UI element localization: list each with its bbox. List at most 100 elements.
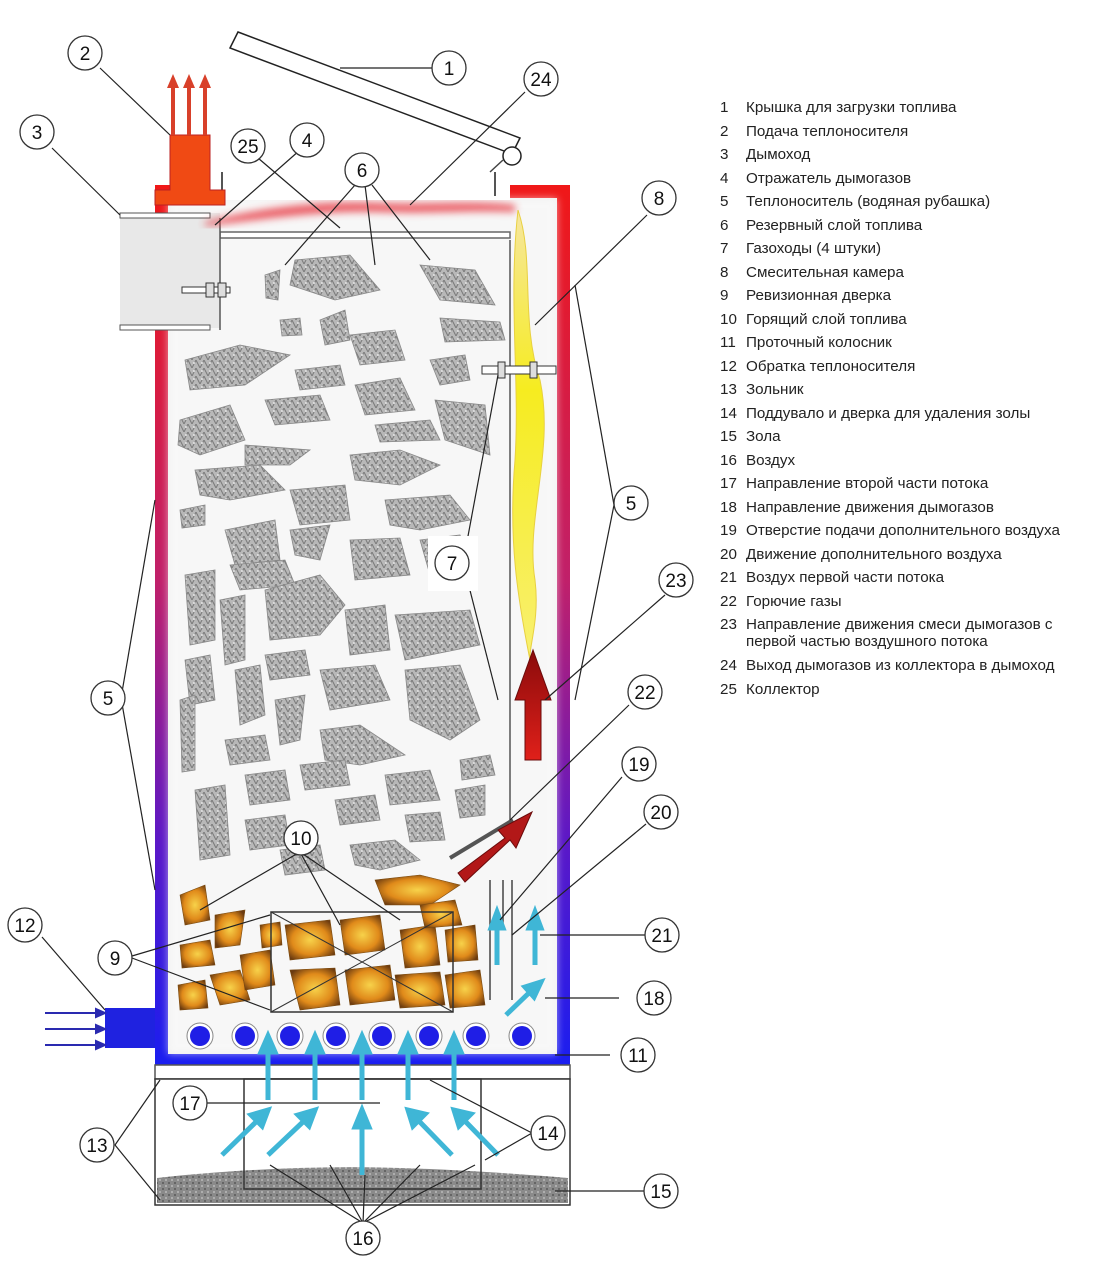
return-pipe: [105, 1008, 155, 1048]
svg-text:13: 13: [86, 1136, 107, 1157]
callout-7: 7: [428, 536, 478, 591]
reflector-bolt: [181, 282, 231, 298]
callout-9: 9: [97, 940, 133, 976]
supply-arrows: [167, 74, 211, 135]
hot-water-supply-pipe: [154, 134, 226, 206]
leader-lines: [41, 67, 666, 1224]
svg-text:3: 3: [32, 123, 43, 144]
exhaust-gases: [205, 202, 515, 226]
mixing-chamber-flame: [512, 209, 545, 661]
callout-8: 8: [641, 180, 677, 216]
smoke-reflector: [219, 231, 511, 239]
duct-deflector: [448, 818, 515, 860]
svg-text:22: 22: [634, 683, 655, 704]
callout-4: 4: [289, 122, 325, 158]
callout-12: 12: [7, 907, 43, 943]
svg-text:17: 17: [179, 1094, 200, 1115]
callout-20: 20: [643, 794, 679, 830]
callout-6: 6: [344, 152, 380, 188]
svg-text:16: 16: [352, 1229, 373, 1250]
air-inlet-bolt: [481, 361, 557, 379]
svg-text:18: 18: [643, 989, 664, 1010]
callout-23: 23: [658, 562, 694, 598]
svg-text:5: 5: [626, 494, 637, 515]
callout-13: 13: [79, 1127, 115, 1163]
callout-5-left: 5: [90, 680, 126, 716]
air-arrows: [220, 904, 546, 1175]
chimney: [120, 213, 220, 328]
svg-text:14: 14: [537, 1124, 559, 1145]
svg-text:25: 25: [237, 137, 258, 158]
flue-gas-direction-arrow: [457, 810, 534, 883]
callout-16: 16: [345, 1220, 381, 1256]
svg-text:12: 12: [14, 916, 35, 937]
fuel-lid: [228, 31, 522, 173]
callout-3: 3: [19, 114, 55, 150]
callout-5-right: 5: [613, 485, 649, 521]
gas-mixture-arrow: [514, 648, 552, 761]
callout-10: 10: [283, 820, 319, 856]
inspection-door: [270, 911, 454, 1013]
chimney-flange-top: [119, 212, 211, 219]
svg-text:9: 9: [110, 949, 121, 970]
callout-22: 22: [627, 674, 663, 710]
ash: [157, 1167, 568, 1203]
flow-grate: [186, 1022, 536, 1050]
callout-19: 19: [621, 746, 657, 782]
chimney-flange-bottom: [119, 324, 211, 331]
svg-text:10: 10: [290, 829, 311, 850]
callout-14: 14: [530, 1115, 566, 1151]
svg-text:4: 4: [302, 131, 313, 152]
callout-15: 15: [643, 1173, 679, 1209]
svg-text:8: 8: [654, 189, 665, 210]
svg-text:11: 11: [628, 1046, 648, 1067]
callout-18: 18: [636, 980, 672, 1016]
callout-11: 11: [620, 1037, 656, 1073]
svg-text:21: 21: [651, 926, 672, 947]
svg-text:6: 6: [357, 161, 368, 182]
callout-24: 24: [523, 61, 559, 97]
callout-17: 17: [172, 1085, 208, 1121]
svg-text:15: 15: [650, 1182, 671, 1203]
callout-circles: 1 2 3 4 5 5 6 7 8 9 10 11 12 13 14 15 16…: [7, 35, 694, 1256]
callout-21: 21: [644, 917, 680, 953]
svg-text:5: 5: [103, 689, 114, 710]
reserve-fuel-layer: [177, 254, 506, 876]
callout-1: 1: [431, 50, 467, 86]
svg-text:20: 20: [650, 803, 671, 824]
callout-2: 2: [67, 35, 103, 71]
svg-text:7: 7: [447, 554, 458, 575]
svg-text:24: 24: [530, 70, 552, 91]
svg-text:2: 2: [80, 44, 91, 65]
callout-25: 25: [230, 128, 266, 164]
svg-text:1: 1: [444, 59, 455, 80]
